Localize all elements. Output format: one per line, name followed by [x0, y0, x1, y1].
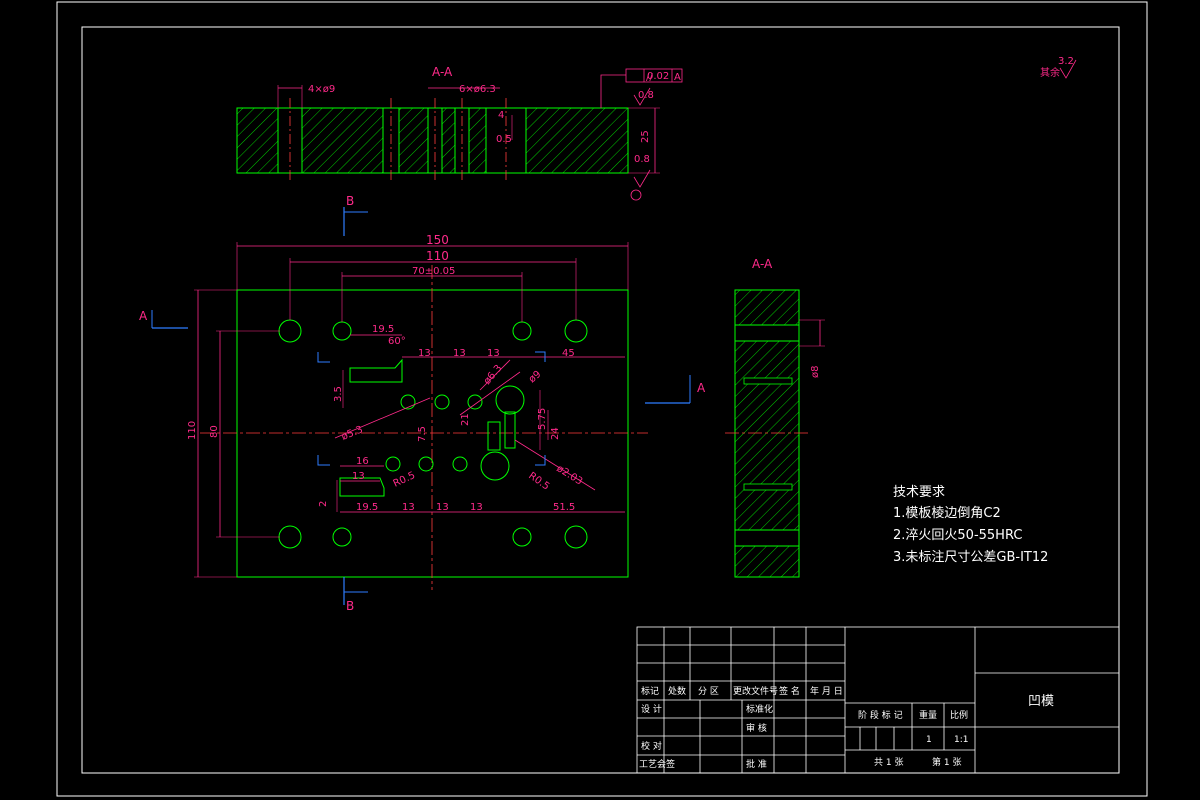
tb-weight-value: 1	[926, 735, 932, 745]
tol-datum: A	[674, 72, 681, 83]
tb-process: 工艺会签	[639, 758, 675, 770]
dim-holes-4: 4×ø9	[308, 84, 335, 95]
title-block	[636, 626, 1120, 774]
dim-holes-6: 6×ø6.3	[459, 84, 496, 95]
dim-13-b: 13	[453, 348, 466, 359]
dim-r0-5-b: R0.5	[526, 470, 551, 492]
tol-symbol: //	[646, 72, 653, 83]
dim-diag-right: ø2.03	[554, 463, 584, 487]
tb-standardize: 标准化	[746, 703, 773, 715]
section-label-aa-top: A-A	[432, 65, 453, 79]
tol-value: 0.02	[647, 71, 669, 82]
tb-check: 校 对	[641, 740, 662, 752]
tb-header-mark: 标记	[641, 685, 659, 697]
dim-side-8: ø8	[810, 366, 821, 378]
dim-7-5: 7.5	[417, 426, 428, 442]
section-label-b-bottom: B	[346, 599, 354, 613]
tb-approve: 批 准	[746, 758, 767, 770]
tech-item-2: 2.淬火回火50-55HRC	[893, 528, 1022, 543]
dim-13-a: 13	[418, 348, 431, 359]
dim-r0-5-a: R0.5	[392, 470, 417, 490]
roughness-corner-label: 其余	[1040, 66, 1060, 79]
tech-item-3: 3.未标注尺寸公差GB-IT12	[893, 550, 1048, 565]
dim-13-c: 13	[487, 348, 500, 359]
tb-header-count: 处数	[668, 685, 686, 697]
tb-sheet-no: 第 1 张	[932, 756, 961, 768]
tb-review: 审 核	[746, 722, 767, 734]
roughness-corner-icon	[1059, 59, 1077, 79]
dim-9: ø9	[527, 369, 544, 385]
roughness-bottom-value: 0.8	[634, 154, 650, 165]
dim-2: 2	[318, 501, 329, 507]
dim-3-5: 3.5	[333, 386, 344, 402]
tb-scale: 比例	[950, 709, 968, 721]
dim-13-left: 13	[352, 471, 365, 482]
dim-width-110: 110	[426, 249, 449, 263]
dim-19-5-bot: 19.5	[356, 502, 378, 513]
tb-sheets-total: 共 1 张	[874, 757, 903, 768]
dim-24: 24	[550, 427, 561, 440]
section-label-a-right: A	[697, 381, 706, 395]
drawing-title: 凹模	[1028, 694, 1054, 709]
dim-width-150: 150	[426, 233, 449, 247]
dim-51-5: 51.5	[553, 502, 575, 513]
dim-height-110: 110	[187, 421, 198, 440]
dim-diag-left: ø5.3	[340, 424, 365, 442]
main-plan-view	[151, 207, 691, 605]
tb-design: 设 计	[641, 703, 662, 715]
tech-item-1: 1.模板棱边倒角C2	[893, 505, 1001, 521]
outer-border	[56, 1, 1148, 797]
dim-width-70: 70±0.05	[412, 266, 455, 277]
dim-5-75: 5.75	[537, 408, 548, 430]
roughness-bottom-icon	[633, 169, 651, 188]
tb-header-sign: 签 名	[779, 685, 800, 697]
tech-heading: 技术要求	[893, 485, 945, 500]
dim-13-bot-c: 13	[470, 502, 483, 513]
dim-16: 16	[356, 456, 369, 467]
roughness-top-icon	[633, 87, 651, 106]
top-section-view	[236, 68, 683, 201]
inner-border	[81, 26, 1120, 774]
tb-header-doc: 更改文件号	[733, 685, 778, 697]
roughness-top-value: 0.8	[638, 90, 654, 101]
tb-header-zone: 分 区	[698, 686, 719, 697]
dim-05: 0.5	[496, 134, 512, 145]
dim-21: 21	[460, 413, 471, 426]
tb-stage-mark: 阶 段 标 记	[858, 709, 903, 721]
section-label-b-top: B	[346, 194, 354, 208]
dim-19-5-top: 19.5	[372, 324, 394, 335]
tb-scale-value: 1:1	[954, 735, 968, 745]
dim-13-bot-b: 13	[436, 502, 449, 513]
tb-header-date: 年 月 日	[810, 685, 843, 697]
dim-4: 4	[498, 110, 504, 121]
dim-6-3: ø6.3	[482, 363, 505, 387]
dim-13-bot-a: 13	[402, 502, 415, 513]
side-section-view	[725, 289, 825, 578]
tolerance-frame	[625, 68, 683, 83]
datum-a-icon	[630, 189, 642, 201]
dim-angle-60: 60°	[388, 336, 406, 347]
roughness-corner-value: 3.2	[1058, 56, 1074, 67]
dim-45: 45	[562, 348, 575, 359]
section-label-a-left: A	[139, 309, 148, 323]
dim-height-80: 80	[209, 425, 220, 438]
dim-thickness: 25	[640, 130, 651, 143]
section-label-aa-side: A-A	[752, 257, 773, 271]
tb-weight: 重量	[919, 709, 937, 721]
